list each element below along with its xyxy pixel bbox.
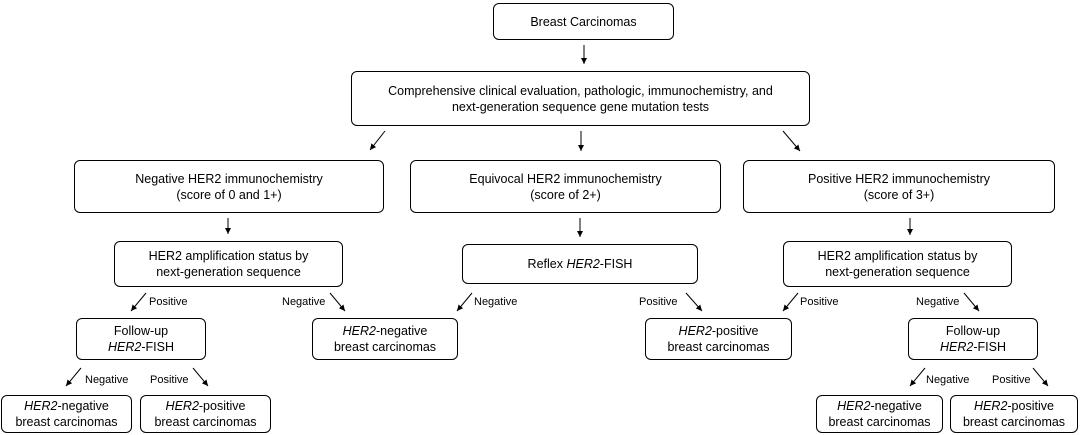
node-label-line2: next-generation sequence gene mutation t… [451,99,710,114]
arrow-followup-left-positive [192,367,209,387]
edge-label-positive: Positive [149,296,188,308]
node-label-line2: next-generation sequence [825,265,970,279]
reflex-prefix: Reflex [527,257,567,271]
gene-name: HER2 [678,324,712,338]
node-comprehensive-evaluation: Comprehensive clinical evaluation, patho… [351,71,810,126]
gene-name: HER2 [108,340,142,354]
arrow-evaluation-to-negative [369,130,386,151]
edge-label-positive: Positive [992,374,1031,386]
node-label-line1: HER2-positive [974,398,1054,414]
status-suffix: -positive [711,324,759,338]
node-her2-positive-right: HER2-positive breast carcinomas [950,395,1078,433]
edge-label-positive: Positive [800,296,839,308]
node-label-line2: next-generation sequence [156,265,301,279]
node-label-line1: HER2-negative [837,398,922,414]
edge-label-positive: Positive [150,374,189,386]
node-label-line2: HER2-FISH [940,339,1006,355]
gene-name: HER2 [566,257,600,271]
edge-label-negative: Negative [474,296,518,308]
arrow-reflex-negative [456,292,473,312]
arrow-ngs-left-negative [329,292,346,312]
node-label-line2: breast carcinomas [828,415,931,429]
arrow-ngs-right-positive [782,292,799,312]
node-label-line1: HER2 amplification status by [148,249,309,263]
gene-name: HER2 [165,399,199,413]
arrow-followup-left-negative [65,367,82,387]
arrow-followup-right-negative [909,367,926,387]
node-label-line1: HER2 amplification status by [817,249,978,263]
status-suffix: -positive [1007,399,1054,413]
node-label-line1: HER2-negative [343,323,428,339]
node-label-line2: HER2-FISH [108,339,174,355]
node-breast-carcinomas: Breast Carcinomas [493,3,674,40]
gene-name: HER2 [974,399,1008,413]
node-reflex-fish: Reflex HER2-FISH [462,244,698,284]
node-her2-positive-left: HER2-positive breast carcinomas [140,395,271,433]
edge-label-negative: Negative [926,374,970,386]
node-negative-ihc: Negative HER2 immunochemistry (score of … [74,160,384,213]
node-her2-negative-mid: HER2-negative breast carcinomas [312,318,458,360]
node-ngs-right: HER2 amplification status by next-genera… [783,241,1012,287]
node-followup-fish-right: Follow-up HER2-FISH [908,318,1038,360]
arrow-ngs-left-positive [130,292,147,312]
arrow-evaluation-to-positive [782,130,801,152]
node-label-line2: (score of 2+) [530,187,601,202]
node-her2-positive-mid: HER2-positive breast carcinomas [645,318,792,360]
node-ngs-left: HER2 amplification status by next-genera… [114,241,343,287]
status-suffix: -positive [198,399,246,413]
gene-name: HER2 [24,399,58,413]
node-label-line2: breast carcinomas [333,340,437,354]
node-label-line1: Comprehensive clinical evaluation, patho… [388,83,773,98]
gene-name: HER2 [940,340,974,354]
edge-label-negative: Negative [916,296,960,308]
node-label-line1: Negative HER2 immunochemistry [135,171,323,186]
edge-label-negative: Negative [282,296,326,308]
node-label: Breast Carcinomas [530,14,637,29]
status-suffix: -negative [57,399,109,413]
gene-name: HER2 [837,399,871,413]
edge-label-positive: Positive [639,296,678,308]
node-label-line1: Follow-up [113,324,169,338]
fish-suffix: -FISH [141,340,174,354]
node-equivocal-ihc: Equivocal HER2 immunochemistry (score of… [410,160,721,213]
fish-suffix: -FISH [973,340,1006,354]
edge-label-negative: Negative [85,374,129,386]
gene-name: HER2 [342,324,376,338]
node-label-line2: breast carcinomas [154,415,257,429]
status-suffix: -negative [870,399,922,413]
node-label-line2: breast carcinomas [667,340,770,354]
node-label-line2: breast carcinomas [962,415,1066,429]
node-positive-ihc: Positive HER2 immunochemistry (score of … [743,160,1055,213]
node-label-line1: Equivocal HER2 immunochemistry [469,171,662,186]
arrow-followup-right-positive [1032,367,1049,387]
node-label-line1: HER2-positive [679,323,759,339]
node-label-line1: Follow-up [945,324,1001,338]
node-label-line2: (score of 3+) [863,187,935,202]
node-her2-negative-right: HER2-negative breast carcinomas [816,395,943,433]
node-label-line1: HER2-negative [24,398,109,414]
status-suffix: -negative [375,324,428,338]
node-her2-negative-left: HER2-negative breast carcinomas [1,395,132,433]
node-label-line1: HER2-positive [166,398,246,414]
arrow-ngs-right-negative [963,292,980,312]
node-label: Reflex HER2-FISH [528,256,633,272]
node-label-line2: (score of 0 and 1+) [176,187,282,202]
node-followup-fish-left: Follow-up HER2-FISH [76,318,206,360]
arrow-reflex-positive [685,292,703,312]
node-label-line1: Positive HER2 immunochemistry [808,171,990,186]
reflex-suffix: -FISH [599,257,633,271]
node-label-line2: breast carcinomas [15,415,118,429]
